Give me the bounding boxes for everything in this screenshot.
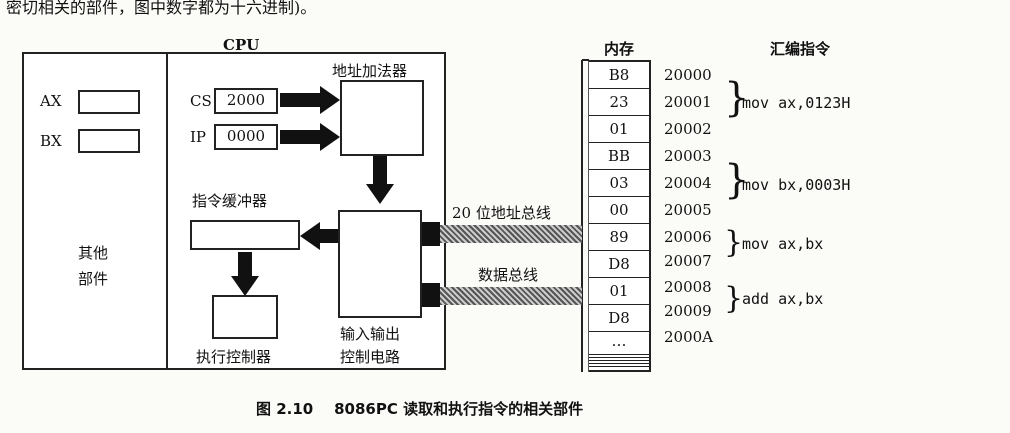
memory-address: 20008 — [664, 278, 712, 296]
other-parts-line1: 其他 — [78, 244, 109, 262]
memory-edge — [581, 59, 590, 372]
exec-label: 执行控制器 — [196, 348, 272, 366]
adder-label: 地址加法器 — [332, 62, 408, 80]
memory-cell: BB — [589, 143, 649, 170]
asm-instruction: mov ax,0123H — [742, 94, 851, 112]
memory-address: 2000A — [664, 328, 714, 346]
cpu-title: CPU — [223, 36, 260, 54]
io-to-buffer-arrow — [300, 222, 338, 250]
io-control-box — [338, 210, 422, 318]
data-bus — [440, 287, 582, 305]
cs-register: 2000 — [214, 88, 278, 114]
other-parts-line2: 部件 — [78, 270, 109, 288]
memory-cell: … — [611, 332, 627, 350]
memory-address: 20003 — [664, 147, 712, 165]
bx-label: BX — [40, 132, 62, 150]
memory-address: 20004 — [664, 174, 712, 192]
address-bus-label: 20 位地址总线 — [452, 204, 551, 222]
asm-instruction: mov bx,0003H — [742, 176, 851, 194]
buffer-to-exec-arrow — [231, 252, 259, 296]
asm-title: 汇编指令 — [770, 40, 831, 58]
brace-icon: } — [724, 157, 750, 203]
memory-cell: 01 — [589, 278, 649, 305]
buffer-label: 指令缓冲器 — [192, 192, 268, 210]
io-label-line1: 输入输出 — [340, 325, 401, 343]
memory-cell: D8 — [589, 251, 649, 278]
ax-label: AX — [40, 92, 62, 110]
memory-stripe — [589, 366, 649, 369]
brace-icon: } — [724, 75, 750, 121]
address-bus-port — [422, 222, 440, 246]
memory-cell: 01 — [589, 116, 649, 143]
ip-label: IP — [190, 128, 207, 146]
memory-address: 20009 — [664, 302, 712, 320]
cs-to-adder-arrow — [280, 86, 340, 114]
data-bus-label: 数据总线 — [478, 266, 539, 284]
memory-address: 20000 — [664, 66, 712, 84]
top-text: 密切相关的部件，图中数字都为十六进制)。 — [6, 0, 317, 17]
memory-cell: 00 — [589, 197, 649, 224]
memory-cell: 23 — [589, 89, 649, 116]
memory-address: 20006 — [664, 228, 712, 246]
address-bus — [440, 225, 582, 243]
cpu-divider — [166, 52, 168, 370]
data-bus-port — [422, 283, 440, 307]
brace-icon: } — [724, 225, 744, 260]
memory-address: 20002 — [664, 120, 712, 138]
memory-cell: B8 — [589, 62, 649, 89]
memory-cell: D8 — [589, 305, 649, 332]
brace-icon: } — [724, 281, 744, 316]
memory-address: 20005 — [664, 201, 712, 219]
cs-label: CS — [190, 92, 212, 110]
memory-cell: 89 — [589, 224, 649, 251]
memory-stripe — [589, 360, 649, 364]
bx-register — [78, 129, 140, 153]
instruction-buffer-box — [190, 220, 300, 250]
memory-title: 内存 — [604, 40, 635, 58]
adder-to-io-arrow — [366, 156, 394, 204]
asm-instruction: add ax,bx — [742, 290, 824, 308]
figure-caption: 图 2.10 8086PC 读取和执行指令的相关部件 — [256, 400, 584, 418]
memory-stripe — [589, 354, 649, 358]
asm-instruction: mov ax,bx — [742, 235, 824, 253]
ip-register: 0000 — [214, 124, 278, 150]
address-adder-box — [340, 80, 424, 156]
memory-address: 20007 — [664, 252, 712, 270]
memory-cell: 03 — [589, 170, 649, 197]
io-label-line2: 控制电路 — [340, 348, 401, 366]
memory-column: B8 23 01 BB 03 00 89 D8 01 D8 … — [589, 60, 651, 372]
memory-address: 20001 — [664, 93, 712, 111]
ax-register — [78, 90, 140, 114]
ip-to-adder-arrow — [280, 123, 340, 151]
